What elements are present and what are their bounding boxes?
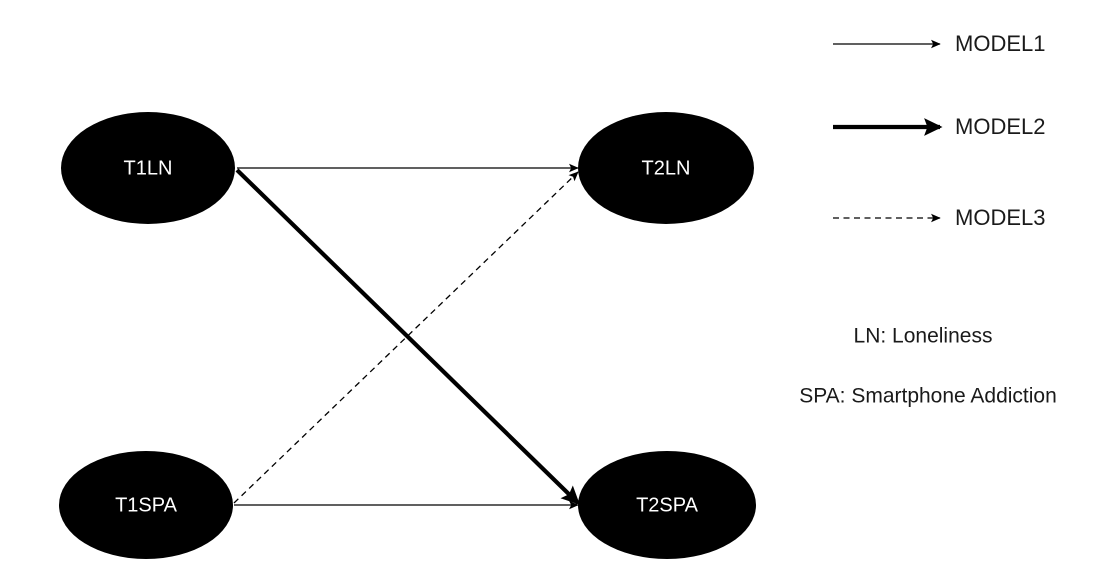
node-t2spa-label: T2SPA bbox=[636, 494, 699, 516]
abbreviation-key: LN: Loneliness SPA: Smartphone Addiction bbox=[799, 325, 1057, 408]
legend-label-model1: MODEL1 bbox=[955, 31, 1045, 56]
node-t2ln-shape bbox=[578, 112, 754, 224]
edge-t1ln-to-t2spa bbox=[235, 168, 580, 505]
node-t2ln-label: T2LN bbox=[642, 157, 691, 179]
node-t2spa-shape bbox=[578, 451, 756, 559]
node-t2spa[interactable]: T2SPA bbox=[578, 451, 756, 559]
legend-label-model2: MODEL2 bbox=[955, 114, 1045, 139]
edge-layer bbox=[233, 163, 580, 510]
node-t1spa[interactable]: T1SPA bbox=[59, 451, 233, 559]
legend-item-model2[interactable]: MODEL2 bbox=[833, 114, 1045, 139]
legend-item-model1[interactable]: MODEL1 bbox=[833, 31, 1045, 56]
node-t1spa-shape bbox=[59, 451, 233, 559]
legend-item-model3[interactable]: MODEL3 bbox=[833, 205, 1045, 230]
note-ln-definition: LN: Loneliness bbox=[854, 325, 993, 348]
node-t1ln[interactable]: T1LN bbox=[61, 112, 235, 224]
node-t2ln[interactable]: T2LN bbox=[578, 112, 754, 224]
node-layer: T1LN T2LN T1SPA T2SPA bbox=[59, 112, 756, 559]
legend-label-model3: MODEL3 bbox=[955, 205, 1045, 230]
note-spa-definition: SPA: Smartphone Addiction bbox=[799, 385, 1057, 408]
legend: MODEL1 MODEL2 MODEL3 bbox=[833, 31, 1045, 230]
node-t1spa-label: T1SPA bbox=[115, 494, 178, 516]
node-t1ln-label: T1LN bbox=[124, 157, 173, 179]
node-t1ln-shape bbox=[61, 112, 235, 224]
